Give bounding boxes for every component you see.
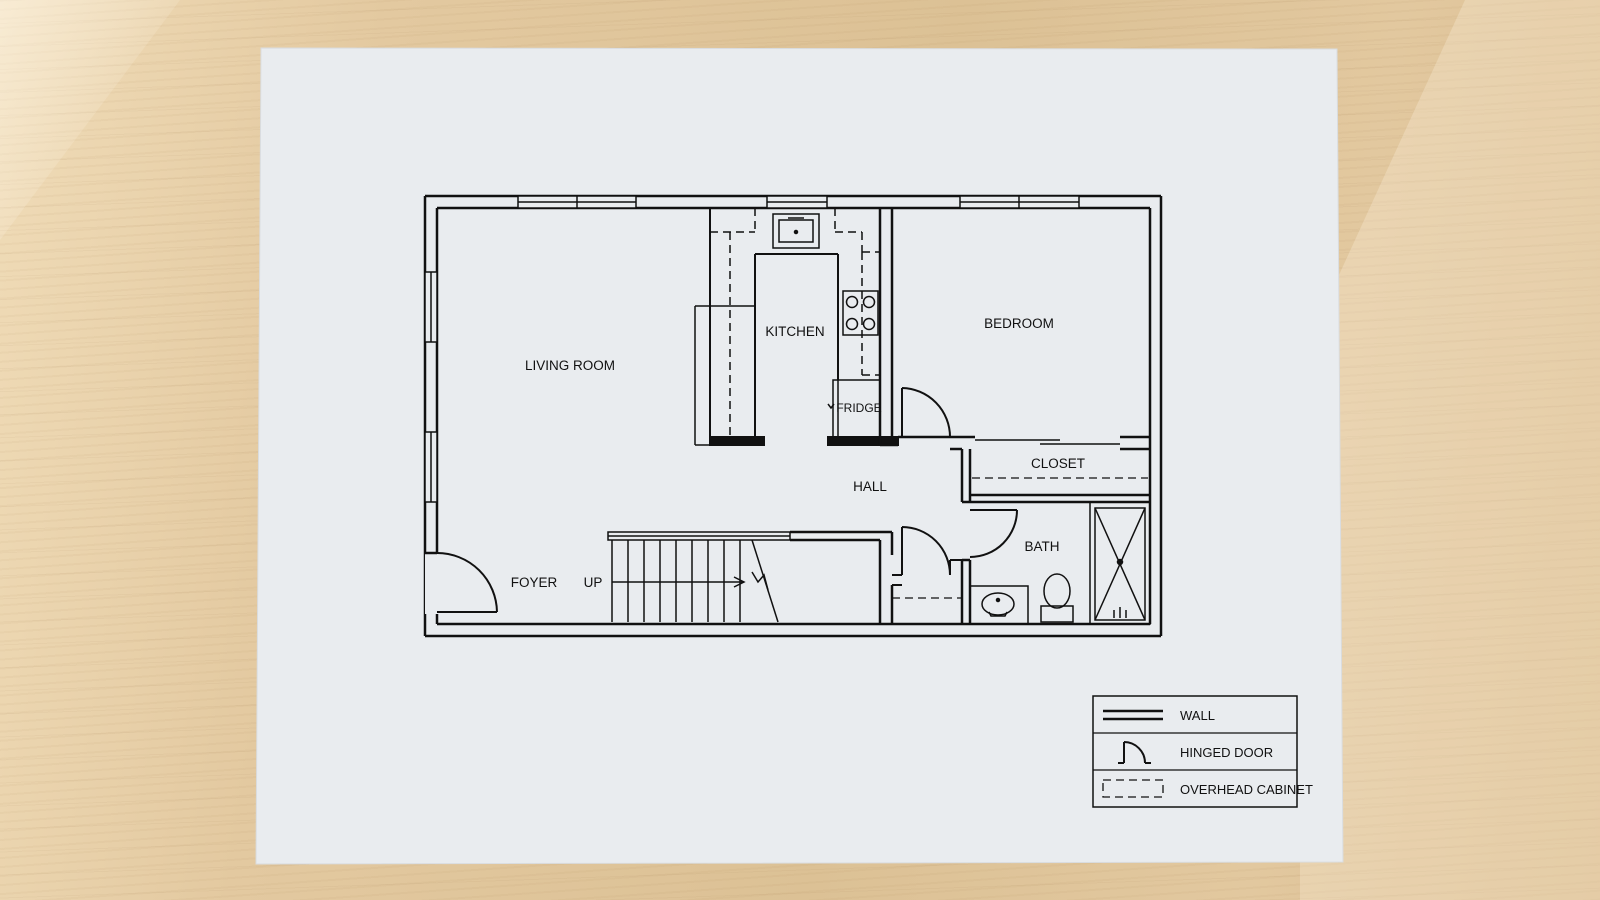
staircase — [607, 531, 791, 623]
legend: WALL HINGED DOOR OVERHEAD CABINET — [1092, 695, 1313, 808]
overhead-cabinet-symbol-icon — [1102, 779, 1164, 798]
legend-box — [1092, 695, 1298, 808]
toilet-icon — [1040, 573, 1074, 623]
kitchen-label: KITCHEN — [765, 324, 824, 339]
floor-plan — [423, 194, 1163, 638]
bath-sink-icon — [969, 585, 1029, 625]
left-windows — [424, 271, 438, 503]
closet-fixtures — [972, 439, 1148, 479]
fridge-label: FRIDGE — [836, 401, 881, 415]
closet-label: CLOSET — [1031, 456, 1085, 471]
front-door — [425, 551, 498, 614]
room-labels: LIVING ROOM KITCHEN FRIDGE BEDROOM CLOSE… — [511, 316, 1085, 590]
sink-icon — [772, 213, 820, 249]
bedroom-label: BEDROOM — [984, 316, 1054, 331]
living-room-label: LIVING ROOM — [525, 358, 615, 373]
bedroom-door — [897, 387, 951, 445]
stairs-up-label: UP — [584, 575, 603, 590]
interior-walls — [790, 208, 1150, 624]
bath-label: BATH — [1024, 539, 1059, 554]
bath-door — [969, 509, 1018, 558]
kitchen-overhead-cabinets — [710, 208, 880, 437]
shower-icon — [1089, 501, 1151, 625]
legend-overhead-cabinet-label: OVERHEAD CABINET — [1180, 782, 1313, 797]
wall-symbol-icon — [1103, 709, 1163, 721]
stove-icon — [842, 290, 879, 336]
hall-closet-door — [892, 526, 962, 599]
kitchen-counter — [694, 208, 899, 446]
legend-wall-label: WALL — [1180, 708, 1215, 723]
legend-hinged-door-label: HINGED DOOR — [1180, 745, 1273, 760]
top-windows — [517, 195, 1080, 209]
foyer-label: FOYER — [511, 575, 558, 590]
hall-label: HALL — [853, 479, 887, 494]
paper-sheet — [255, 47, 1344, 865]
hinged-door-symbol-icon — [1118, 741, 1151, 764]
